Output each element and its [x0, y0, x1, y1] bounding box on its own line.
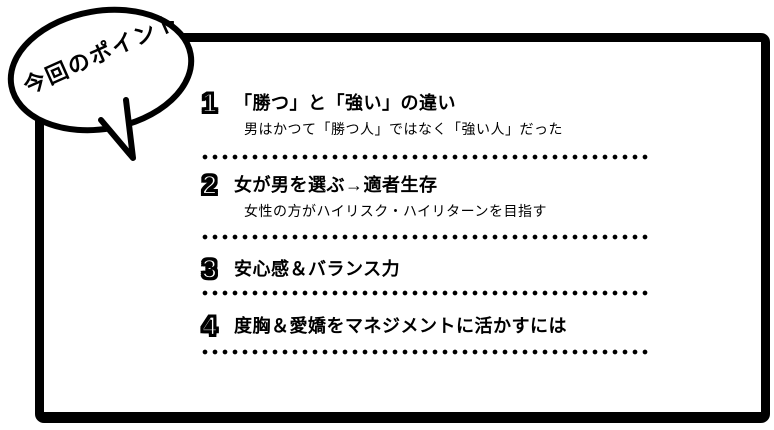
- point-texts-4: 度胸＆愛嬌をマネジメントに活かすには: [234, 313, 567, 339]
- point-number-1: 1: [201, 88, 218, 118]
- speech-bubble: 今回のポイント: [0, 0, 212, 176]
- point-title-4: 度胸＆愛嬌をマネジメントに活かすには: [234, 316, 567, 336]
- dotted-divider-4: [200, 349, 650, 355]
- point-texts-3: 安心感＆バランス力: [234, 256, 400, 282]
- dotted-divider-1: [200, 154, 650, 160]
- point-item-4: 4 度胸＆愛嬌をマネジメントに活かすには: [201, 311, 567, 341]
- point-title-2: 女が男を選ぶ→適者生存: [234, 175, 438, 195]
- point-item-2: 2 女が男を選ぶ→適者生存 女性の方がハイリスク・ハイリターンを目指す: [201, 170, 547, 220]
- point-title-3: 安心感＆バランス力: [234, 259, 401, 279]
- point-texts-1: 「勝つ」と「強い」の違い 男はかつて「勝つ人」ではなく「強い人」だった: [234, 90, 563, 138]
- point-item-3: 3 安心感＆バランス力: [201, 254, 400, 284]
- dotted-divider-2: [200, 234, 650, 240]
- speech-bubble-shape: [7, 6, 195, 161]
- point-subtitle-1: 男はかつて「勝つ人」ではなく「強い人」だった: [244, 121, 563, 137]
- point-texts-2: 女が男を選ぶ→適者生存 女性の方がハイリスク・ハイリターンを目指す: [234, 172, 547, 220]
- point-number-2: 2: [201, 170, 218, 200]
- point-number-4: 4: [201, 311, 218, 341]
- dotted-divider-3: [200, 290, 650, 296]
- point-item-1: 1 「勝つ」と「強い」の違い 男はかつて「勝つ人」ではなく「強い人」だった: [201, 88, 563, 138]
- point-subtitle-2: 女性の方がハイリスク・ハイリターンを目指す: [244, 203, 547, 219]
- point-title-1: 「勝つ」と「強い」の違い: [234, 93, 456, 113]
- point-number-3: 3: [201, 254, 218, 284]
